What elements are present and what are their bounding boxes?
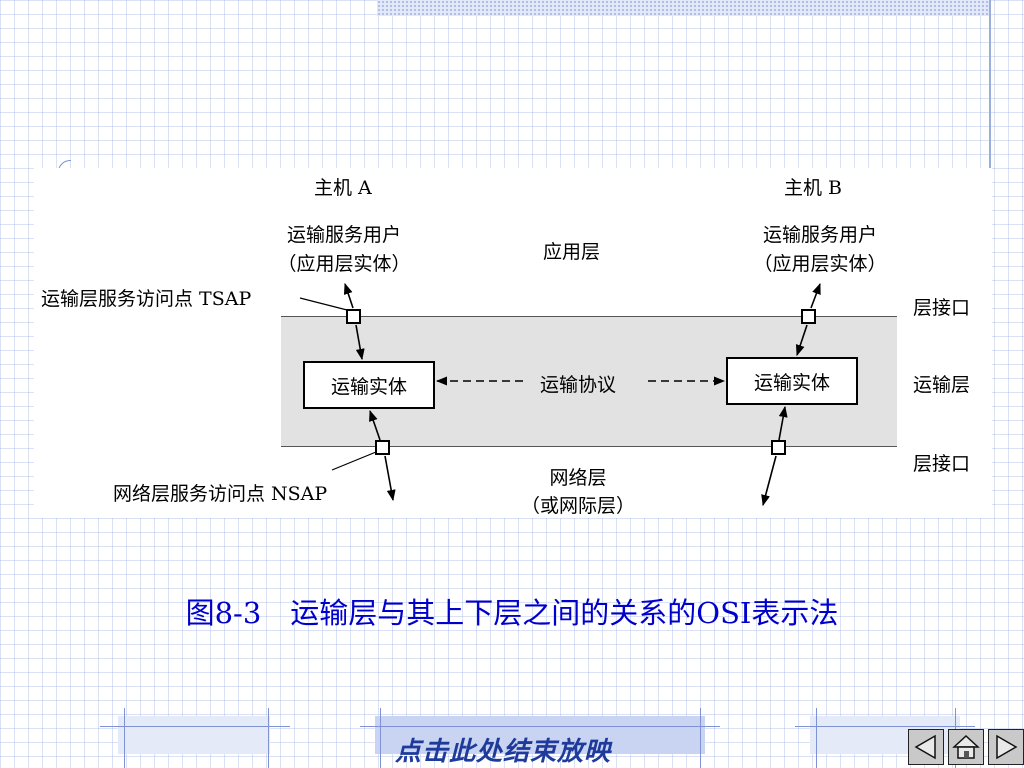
footer-decor-line-3	[795, 726, 975, 727]
top-decor-band	[377, 0, 989, 16]
end-slideshow-link[interactable]: 点击此处结束放映	[395, 737, 612, 767]
nsap-label: 网络层服务访问点 NSAP	[113, 483, 328, 505]
nsap-b-downward-arrow	[761, 455, 777, 507]
application-layer-label: 应用层	[543, 241, 601, 263]
entity-b-to-nsap-arrow	[778, 405, 788, 441]
transport-entity-b: 运输实体	[726, 357, 858, 405]
host-a-label: 主机 A	[314, 177, 372, 199]
user-a-line1: 运输服务用户	[286, 224, 401, 246]
nsap-leader-line	[331, 451, 377, 471]
nsap-a-downward-arrow	[384, 455, 396, 502]
nsap-b-square	[771, 440, 786, 455]
footer-decor-vline-1	[124, 708, 125, 768]
lower-interface-label: 层接口	[913, 453, 971, 475]
footer-decor-line-2	[360, 726, 720, 727]
footer-decor-box-center	[375, 716, 705, 754]
footer-decor-vline-5	[816, 708, 817, 768]
nsap-a-square	[375, 440, 390, 455]
entity-a-to-nsap-arrow	[369, 409, 381, 441]
tsap-b-square	[801, 309, 816, 324]
tsap-leader-line	[299, 297, 348, 311]
triangle-right-icon	[996, 734, 1018, 760]
home-button[interactable]	[948, 729, 984, 765]
network-layer-label: 网络层 （或网际层）	[500, 466, 656, 518]
decor-arc	[58, 160, 71, 173]
previous-slide-button[interactable]	[908, 729, 944, 765]
user-b-label: 运输服务用户 （应用层实体）	[740, 223, 900, 276]
user-a-line2: （应用层实体）	[277, 253, 411, 275]
user-a-label: 运输服务用户 （应用层实体）	[264, 223, 424, 276]
transport-protocol-label: 运输协议	[540, 374, 617, 396]
tsap-b-to-entity-arrow	[795, 324, 808, 357]
triangle-left-icon	[914, 734, 936, 760]
footer-decor-box-left	[118, 716, 270, 754]
host-b-label: 主机 B	[784, 177, 843, 199]
tsap-a-to-entity-arrow	[355, 324, 365, 361]
upper-interface-label: 层接口	[913, 297, 971, 319]
user-a-to-tsap-arrow	[343, 282, 354, 309]
next-slide-button[interactable]	[988, 729, 1024, 765]
footer-decor-line-1	[100, 726, 290, 727]
user-b-line1: 运输服务用户	[762, 224, 877, 246]
user-b-line2: （应用层实体）	[753, 253, 887, 275]
figure-caption: 图8-3 运输层与其上下层之间的关系的OSI表示法	[185, 596, 839, 630]
footer-decor-vline-4	[700, 708, 701, 768]
transport-layer-label: 运输层	[913, 374, 971, 396]
transport-entity-a: 运输实体	[303, 361, 435, 409]
network-layer-line1: 网络层	[549, 467, 607, 489]
tsap-a-square	[346, 309, 361, 324]
right-decor-line	[989, 0, 991, 265]
user-b-to-tsap-arrow	[810, 282, 821, 309]
footer-decor-vline-3	[380, 708, 381, 768]
network-layer-line2: （或网际层）	[520, 495, 635, 517]
home-icon	[952, 734, 980, 759]
footer-decor-vline-2	[268, 708, 269, 768]
tsap-label: 运输层服务访问点 TSAP	[41, 288, 252, 310]
